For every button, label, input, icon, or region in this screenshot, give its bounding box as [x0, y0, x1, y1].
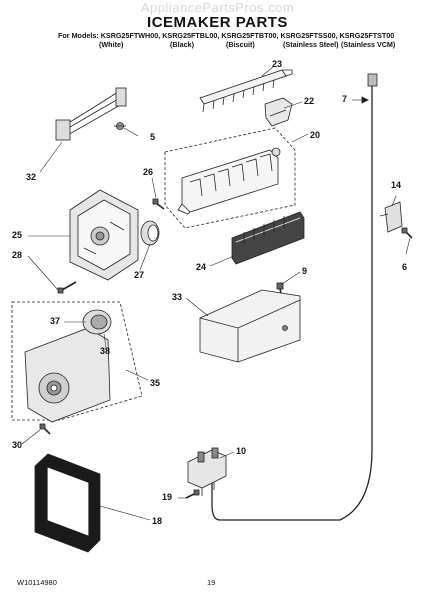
variant-stainless-vcm: (Stainless VCM) — [341, 40, 396, 49]
fill-tube-part — [211, 73, 378, 521]
page-title: ICEMAKER PARTS — [147, 14, 288, 31]
callout-32: 32 — [26, 172, 37, 182]
callout-37: 37 — [50, 316, 61, 326]
callout-7: 7 — [342, 94, 348, 104]
callout-19: 19 — [162, 492, 173, 502]
callout-24: 24 — [196, 262, 207, 272]
ejector-part — [199, 69, 293, 113]
callout-23: 23 — [272, 59, 283, 69]
callout-14: 14 — [391, 180, 402, 190]
callout-33: 33 — [172, 292, 183, 302]
callout-38: 38 — [100, 346, 111, 356]
cam-part — [140, 220, 160, 246]
watermark: AppliancePartsPros.com — [140, 0, 295, 15]
shutoff-arm-part — [231, 211, 305, 265]
screw-30 — [39, 423, 51, 435]
foam-pad-part — [34, 453, 101, 553]
ice-mold-part — [164, 127, 296, 229]
clip-part — [379, 201, 403, 233]
water-valve-part — [187, 447, 227, 496]
bracket-part — [199, 289, 301, 363]
screw-5 — [114, 122, 126, 130]
screw-28 — [57, 281, 77, 294]
callout-9: 9 — [302, 266, 308, 276]
callout-20: 20 — [310, 130, 321, 140]
screw-26 — [152, 198, 165, 210]
screw-6 — [401, 227, 413, 239]
arrow-7 — [361, 96, 369, 104]
screw-19 — [185, 489, 200, 499]
motor-part — [82, 309, 112, 335]
callout-35: 35 — [150, 378, 161, 388]
callout-22: 22 — [304, 96, 315, 106]
page-number: 19 — [207, 578, 216, 587]
document-number: W10114980 — [17, 578, 57, 587]
control-housing-part — [69, 189, 139, 281]
wire-harness-part — [55, 87, 127, 141]
variant-black: (Black) — [170, 40, 194, 49]
callout-30: 30 — [12, 440, 23, 450]
fill-cup-part — [264, 97, 293, 127]
callout-27: 27 — [134, 270, 145, 280]
motor-assembly-part — [11, 301, 143, 423]
leader-lines — [21, 65, 411, 521]
variant-white: (White) — [99, 40, 124, 49]
callout-25: 25 — [12, 230, 23, 240]
model-list: For Models: KSRG25FTWH00, KSRG25FTBL00, … — [58, 31, 395, 40]
callout-6: 6 — [402, 262, 408, 272]
callout-18: 18 — [152, 516, 163, 526]
variant-biscuit: (Biscuit) — [226, 40, 255, 49]
callout-10: 10 — [236, 446, 247, 456]
callout-28: 28 — [12, 250, 23, 260]
variant-stainless-steel: (Stainless Steel) — [283, 40, 339, 49]
callout-5: 5 — [150, 132, 156, 142]
callout-26: 26 — [143, 167, 154, 177]
